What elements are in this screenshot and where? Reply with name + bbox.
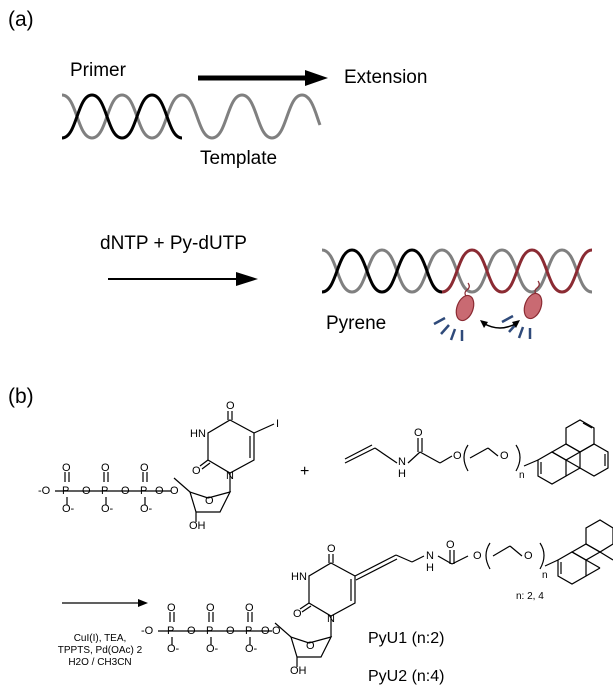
product-atom-o-bridge-3: O <box>261 625 270 637</box>
atom-n-amide-1: N <box>398 456 406 468</box>
product-atom-n-amide: N <box>426 550 434 562</box>
pyrene-structure-2 <box>557 519 613 585</box>
product-atom-o-top: O <box>327 543 336 555</box>
atom-p1-ominus: O- <box>62 503 75 515</box>
atom-o-top: O <box>226 400 235 412</box>
product-label-pyu2: PyU2 (n:4) <box>368 668 445 685</box>
product-atom-oh: OH <box>290 665 307 677</box>
atom-o-ether-1: O <box>453 450 462 462</box>
product-label-pyu1: PyU1 (n:2) <box>368 630 445 647</box>
product-atom-o-ether-1: O <box>473 550 482 562</box>
product-atom-o-c2: O <box>293 608 302 620</box>
atom-p2-ominus: O- <box>101 503 114 515</box>
product-atom-p3-o: O <box>245 602 254 614</box>
product-atom-o-carbonyl: O <box>446 539 455 551</box>
reaction-arrowhead-b <box>138 599 148 607</box>
atom-o-carbonyl-1: O <box>414 427 423 439</box>
uracil-ring-2 <box>308 562 356 617</box>
product-atom-h-amide: H <box>426 562 434 574</box>
product-atom-o-ring: O <box>306 640 315 652</box>
atom-p3-o: O <box>140 462 149 474</box>
product-atom-o-5p: O <box>272 625 281 637</box>
reaction-arrow-a <box>108 272 258 286</box>
atom-o-minus-1: -O <box>38 485 51 497</box>
primer-label: Primer <box>70 60 126 81</box>
conditions-line-1: CuI(I), TEA, <box>73 633 127 644</box>
atom-n1: N <box>226 470 234 482</box>
product-atom-p1-o: O <box>167 602 176 614</box>
product-atom-p2-o: O <box>206 602 215 614</box>
atom-iodine: I <box>276 418 280 430</box>
sugar-ring-1 <box>189 491 232 513</box>
reaction-conditions: CuI(I), TEA, TPPTS, Pd(OAc) 2 H2O / CH3C… <box>40 633 160 669</box>
product-atom-p1: P <box>167 625 175 637</box>
conditions-line-2: TPPTS, Pd(OAc) 2 <box>57 645 143 656</box>
product-atom-o-minus: -O <box>141 625 154 637</box>
subscript-n-1: n <box>519 470 525 481</box>
conditions-line-3: H2O / CH3CN <box>68 657 132 668</box>
product-atom-p1-ominus: O- <box>167 643 180 655</box>
atom-hn: HN <box>190 428 206 440</box>
panel-b-label: (b) <box>8 385 34 408</box>
template-label: Template <box>200 148 278 169</box>
top-duplex <box>61 93 322 140</box>
primer-strand <box>61 93 183 140</box>
product-atom-p2-ominus: O- <box>206 643 219 655</box>
atom-o-bridge-2: O <box>121 485 130 497</box>
plus-sign: + <box>300 463 310 480</box>
atom-o-bridge-1: O <box>82 485 91 497</box>
atom-p2: P <box>101 485 109 497</box>
product-atom-p2: P <box>206 625 214 637</box>
atom-o-5p: O <box>170 485 179 497</box>
subscript-n-2: n <box>542 570 548 581</box>
primer-strand-2 <box>321 248 443 294</box>
extended-strand <box>441 248 593 294</box>
product-atom-p3: P <box>245 625 253 637</box>
product-atom-p3-ominus: O- <box>245 643 258 655</box>
extension-label: Extension <box>344 67 428 88</box>
pyrene-structure-1 <box>537 419 609 485</box>
product-atom-o-ether-2: O <box>524 550 533 562</box>
atom-h-amide-1: H <box>398 468 406 480</box>
atom-o-bridge-3: O <box>155 485 164 497</box>
panel-a-label: (a) <box>8 8 34 31</box>
pyrene-right <box>501 280 543 339</box>
atom-p3-ominus: O- <box>140 503 153 515</box>
bottom-duplex <box>321 248 593 294</box>
sugar-ring-2 <box>290 636 333 658</box>
reactant-structures <box>55 411 613 667</box>
product-atom-hn: HN <box>291 571 307 583</box>
atom-o-ether-2: O <box>500 450 509 462</box>
pyrene-left <box>433 282 475 341</box>
atom-p1: P <box>62 485 70 497</box>
atom-p1-o: O <box>62 462 71 474</box>
n-values-label: n: 2, 4 <box>516 591 544 602</box>
product-atom-o-bridge-2: O <box>226 625 235 637</box>
atom-p2-o: O <box>101 462 110 474</box>
reagents-label: dNTP + Py-dUTP <box>100 233 247 254</box>
atom-p3: P <box>140 485 148 497</box>
extension-arrow <box>198 70 328 86</box>
product-atom-n1: N <box>327 613 335 625</box>
atom-o-c2: O <box>192 465 201 477</box>
pyrene-label: Pyrene <box>326 313 387 334</box>
uracil-ring-1 <box>207 419 255 474</box>
product-atom-o-bridge-1: O <box>187 625 196 637</box>
atom-o-ring: O <box>205 495 214 507</box>
atom-oh: OH <box>189 520 206 532</box>
interaction-arrow <box>480 320 520 329</box>
